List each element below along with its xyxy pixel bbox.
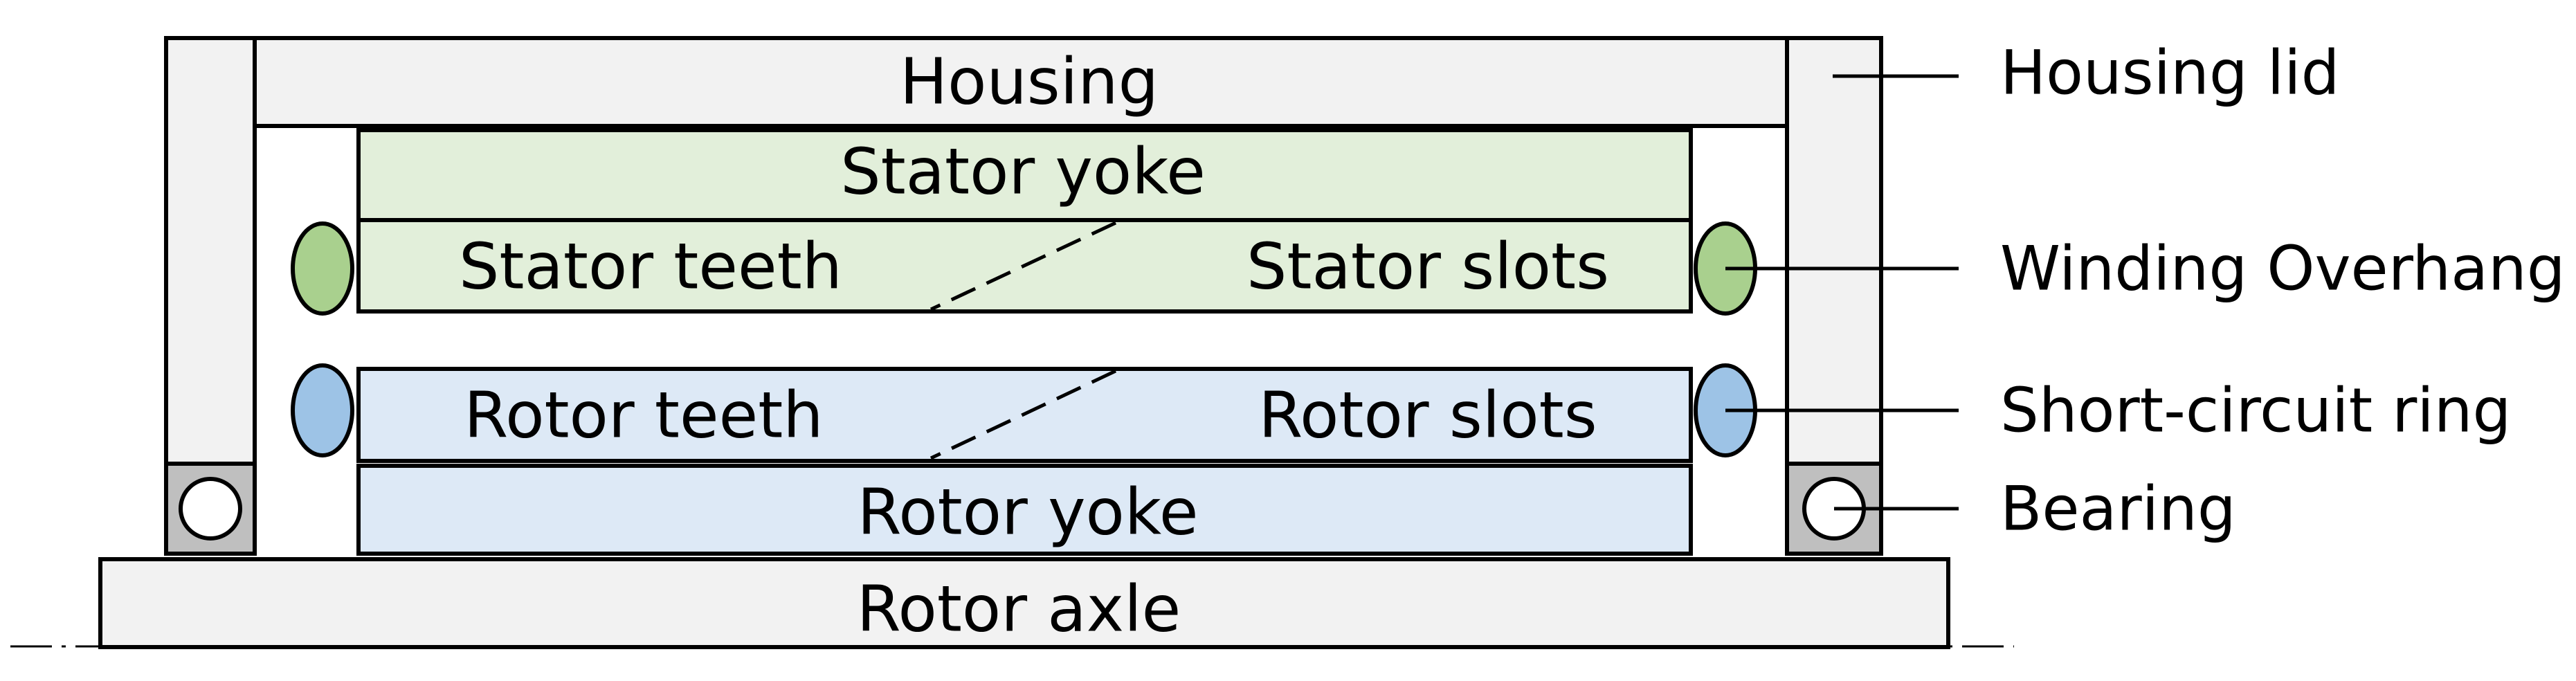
housing-label: Housing <box>900 45 1159 119</box>
stator-teeth-label: Stator teeth <box>459 230 842 304</box>
rotor-teeth-label: Rotor teeth <box>464 379 823 453</box>
winding-overhang-left <box>291 221 354 316</box>
housing-lid-left <box>164 36 257 466</box>
stator-slots-label: Stator slots <box>1246 230 1609 304</box>
stator-dashed-boundary-line <box>929 221 1117 311</box>
housing-block <box>253 36 1789 128</box>
callout-bearing: Bearing <box>2000 473 2236 545</box>
callout-short-circuit-ring: Short-circuit ring <box>2000 375 2511 446</box>
rotor-slots-label: Rotor slots <box>1258 379 1597 453</box>
short-circuit-ring-left <box>291 363 354 457</box>
bearing-left-ball <box>179 477 242 541</box>
rotor-yoke-label: Rotor yoke <box>858 475 1199 550</box>
housing-lid-right <box>1785 36 1883 466</box>
rotor-dashed-boundary-line <box>929 369 1117 460</box>
rotor-yoke-block <box>356 464 1693 556</box>
rotor-axle-label: Rotor axle <box>857 572 1181 646</box>
stator-yoke-block <box>356 128 1693 222</box>
callout-housing-lid: Housing lid <box>2000 37 2339 109</box>
stator-yoke-label: Stator yoke <box>840 135 1206 209</box>
callout-winding-overhang: Winding Overhang <box>2000 233 2566 305</box>
